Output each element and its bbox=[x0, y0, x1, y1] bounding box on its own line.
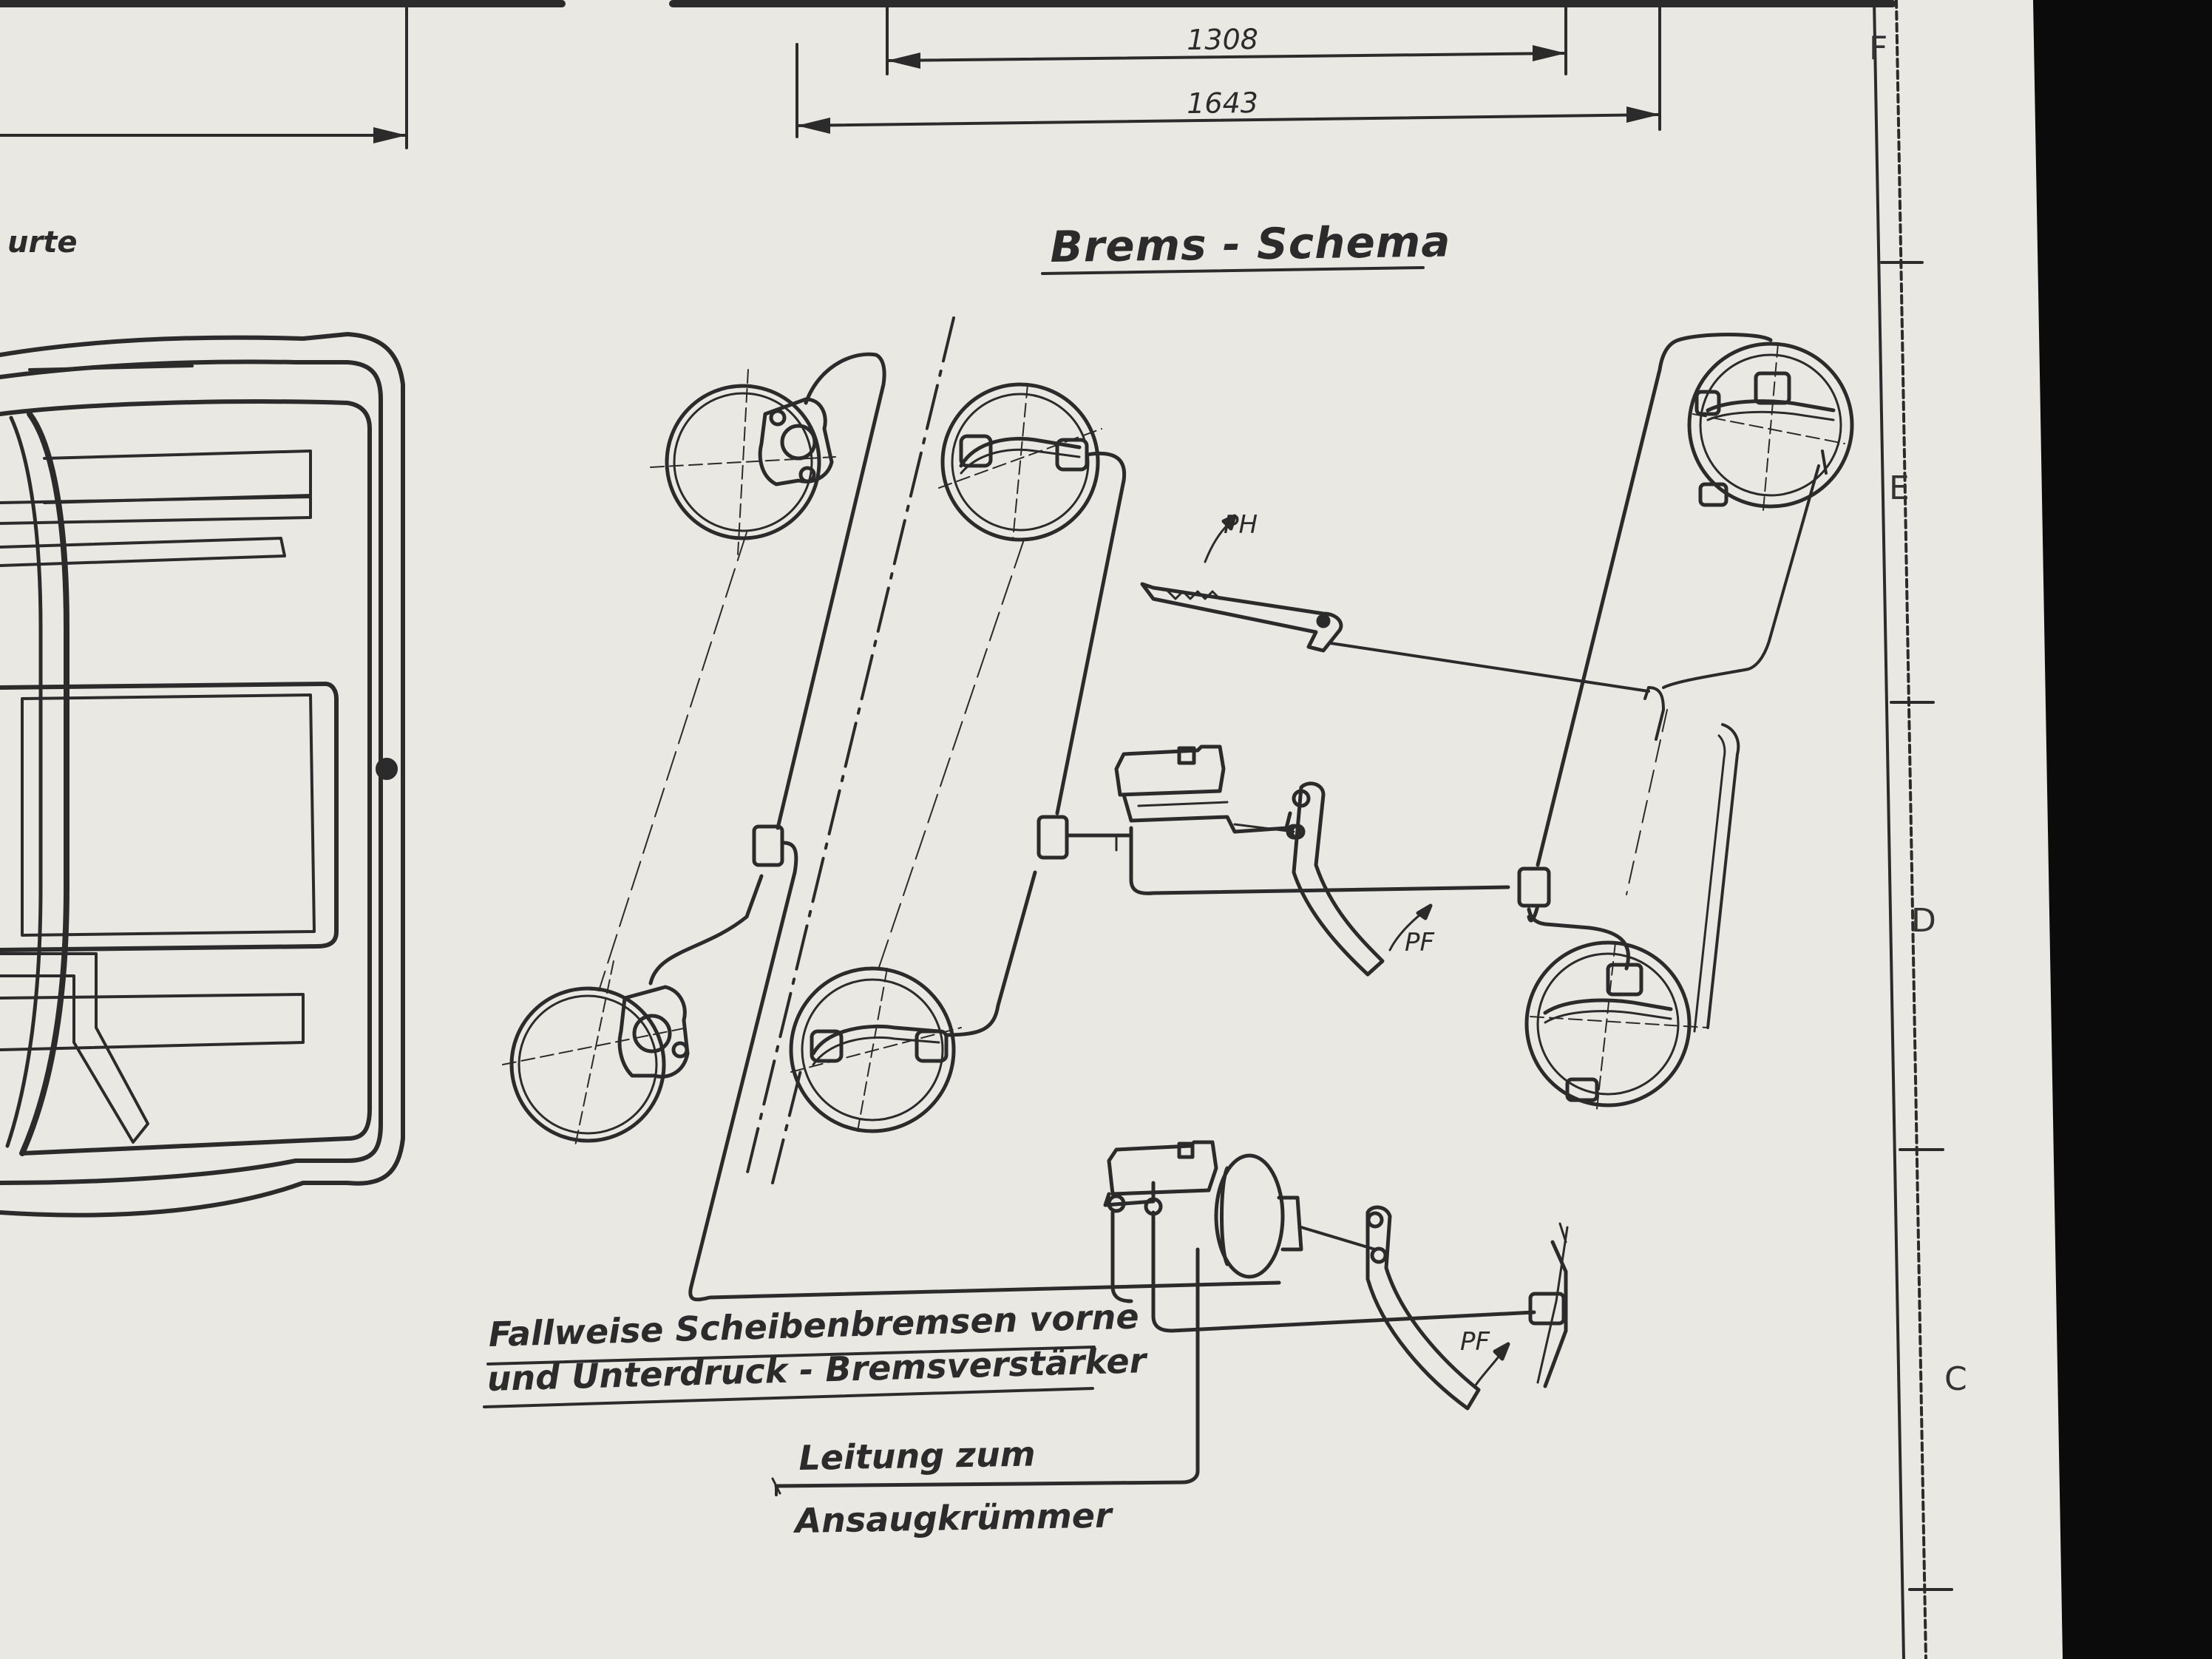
dimension-label-outer: 1643 bbox=[1187, 86, 1259, 120]
center-t-junction bbox=[1037, 815, 1510, 895]
grid-letter-c: C bbox=[1944, 1360, 1967, 1398]
force-label-hand: PH bbox=[1224, 510, 1258, 540]
force-label-foot-lower: PF bbox=[1460, 1327, 1490, 1357]
foot-pedal-lower bbox=[1365, 1205, 1510, 1411]
rear-right-junction bbox=[1517, 709, 1740, 1033]
note-intake-line2: Ansaugkrümmer bbox=[795, 1495, 1113, 1541]
paper-sheet bbox=[0, 0, 2063, 1659]
grid-letter-d: D bbox=[1911, 902, 1936, 940]
lower-right-t-junction bbox=[1528, 1222, 1569, 1388]
car-plan-view bbox=[0, 332, 405, 1218]
dimension-lines bbox=[0, 0, 1896, 149]
left-axis-line bbox=[598, 532, 747, 991]
grid-letter-f: F bbox=[1869, 30, 1888, 67]
text-underlines bbox=[483, 266, 1425, 1496]
dimension-label-inner: 1308 bbox=[1187, 22, 1259, 56]
rear-right-drum-brake bbox=[789, 870, 1037, 1133]
force-label-foot-upper: PF bbox=[1405, 928, 1435, 957]
front-left-disc-brake bbox=[650, 352, 886, 830]
rear-right-lower-drum-brake bbox=[1524, 907, 1709, 1110]
master-cylinder-upper bbox=[1114, 744, 1302, 840]
handbrake-lever bbox=[1140, 464, 1820, 741]
vacuum-brake-booster bbox=[771, 1140, 1536, 1495]
left-t-junction bbox=[688, 824, 1281, 1302]
rear-right-upper-drum-brake bbox=[1536, 333, 1854, 867]
rear-left-disc-brake bbox=[502, 874, 764, 1147]
foot-pedal-upper bbox=[1289, 781, 1433, 977]
partial-label-left: urte bbox=[7, 225, 78, 259]
note-intake-line1: Leitung zum bbox=[798, 1434, 1037, 1478]
grid-letter-e: E bbox=[1889, 469, 1910, 507]
frame-border bbox=[1873, 0, 1953, 1659]
diagram-title: Brems - Schema bbox=[1050, 216, 1451, 272]
center-axis-line bbox=[875, 539, 1025, 977]
front-right-drum-brake bbox=[938, 382, 1127, 815]
